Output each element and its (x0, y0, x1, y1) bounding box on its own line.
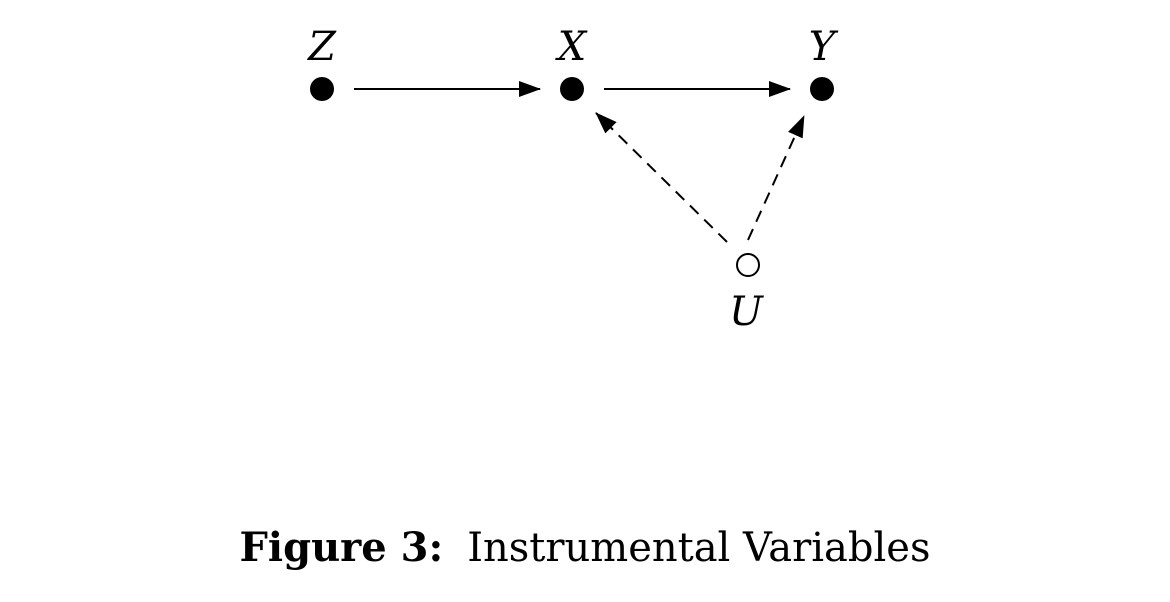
node-x (560, 77, 584, 101)
node-z (310, 77, 334, 101)
figure-title: Instrumental Variables (467, 525, 931, 571)
figure-number: Figure 3: (239, 524, 444, 571)
node-x-label: X (555, 24, 588, 70)
node-y (810, 77, 834, 101)
node-u (736, 253, 760, 277)
edge-u-to-y (747, 115, 805, 241)
node-y-label: Y (809, 24, 839, 70)
edge-u-to-x (595, 112, 728, 243)
node-z-label: Z (306, 24, 337, 70)
figure-caption: Figure 3: Instrumental Variables (0, 520, 1170, 576)
node-u-label: U (729, 289, 764, 335)
